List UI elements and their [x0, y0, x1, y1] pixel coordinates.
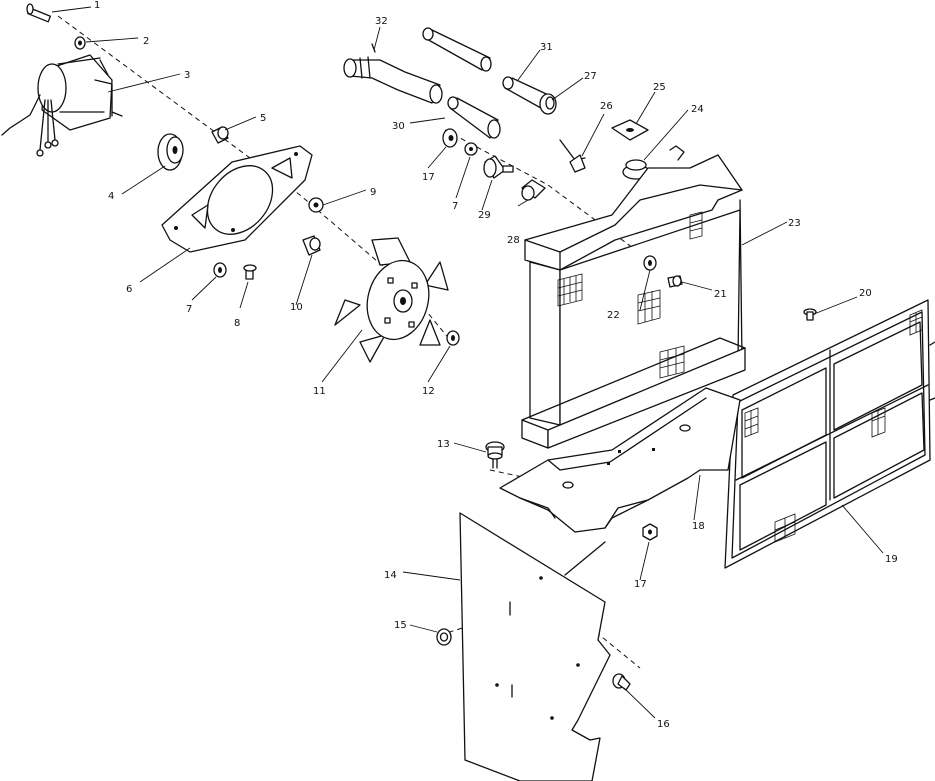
- callout-10: 10: [290, 302, 303, 313]
- part-14-side-panel: [459, 512, 611, 781]
- callout-15: 15: [394, 620, 407, 631]
- callout-13: 13: [437, 439, 450, 450]
- part-31-hose: [422, 27, 492, 72]
- part-2-washer: [74, 36, 86, 50]
- callout-22: 22: [607, 310, 620, 321]
- part-8-screw: [243, 264, 257, 280]
- callout-18: 18: [692, 521, 705, 532]
- leader-lines: [51, 6, 884, 719]
- part-27-hose-clamp: [502, 76, 557, 115]
- part-4-grommet: [157, 133, 184, 171]
- callout-7-upper: 7: [452, 201, 458, 212]
- part-28-spacer: [521, 179, 546, 201]
- part-9-nut: [308, 197, 324, 213]
- callout-23: 23: [788, 218, 801, 229]
- part-12-washer: [446, 330, 460, 346]
- callout-26: 26: [600, 101, 613, 112]
- callout-3: 3: [184, 70, 190, 81]
- part-19-radiator-screen: [724, 299, 935, 569]
- part-6-bracket-plate: [161, 145, 313, 253]
- callout-24: 24: [691, 104, 704, 115]
- callout-4: 4: [108, 191, 114, 202]
- part-16-push-rivet: [612, 673, 631, 691]
- part-17-nut-upper: [442, 128, 458, 148]
- part-26-clip: [559, 139, 586, 173]
- callout-27: 27: [584, 71, 597, 82]
- part-21-bolt: [667, 275, 683, 288]
- callout-17-upper: 17: [422, 172, 435, 183]
- callout-31: 31: [540, 42, 553, 53]
- part-23-radiator: [521, 145, 746, 449]
- callout-7-left: 7: [186, 304, 192, 315]
- part-22-washer: [643, 255, 657, 271]
- part-10-spacer: [302, 235, 321, 256]
- callout-25: 25: [653, 82, 666, 93]
- part-29-bushing: [483, 155, 514, 179]
- callout-14: 14: [384, 570, 397, 581]
- part-15-grommet: [436, 628, 452, 646]
- part-1-bolt: [26, 3, 52, 23]
- part-32-hose: [343, 43, 443, 104]
- part-3-fan-motor: [1, 54, 123, 157]
- part-25-cap-seal: [611, 119, 649, 141]
- callout-17-lower: 17: [634, 579, 647, 590]
- callout-labels: 1 2 3 4 5 6 7 8 9 10 11 12 13 14 15 16 1…: [94, 0, 898, 730]
- callout-2: 2: [143, 36, 149, 47]
- part-30-hose: [447, 96, 501, 139]
- part-7-nut-upper: [464, 142, 478, 156]
- part-5-spacer: [211, 126, 229, 144]
- callout-21: 21: [714, 289, 727, 300]
- callout-20: 20: [859, 288, 872, 299]
- callout-16: 16: [657, 719, 670, 730]
- part-18-support-tray: [499, 387, 741, 533]
- callout-29: 29: [478, 210, 491, 221]
- callout-1: 1: [94, 0, 100, 11]
- part-20-screw: [803, 308, 817, 321]
- part-11-fan-blade: [334, 237, 449, 363]
- part-7-nut-left: [213, 262, 227, 278]
- callout-5: 5: [260, 113, 266, 124]
- callout-12: 12: [422, 386, 435, 397]
- callout-6: 6: [126, 284, 132, 295]
- callout-19: 19: [885, 554, 898, 565]
- callout-11: 11: [313, 386, 326, 397]
- callout-9: 9: [370, 187, 376, 198]
- callout-32: 32: [375, 16, 388, 27]
- part-17-nut-lower: [642, 523, 658, 541]
- callout-28: 28: [507, 235, 520, 246]
- part-13-push-fastener: [485, 441, 505, 469]
- callout-30: 30: [392, 121, 405, 132]
- callout-8: 8: [234, 318, 240, 329]
